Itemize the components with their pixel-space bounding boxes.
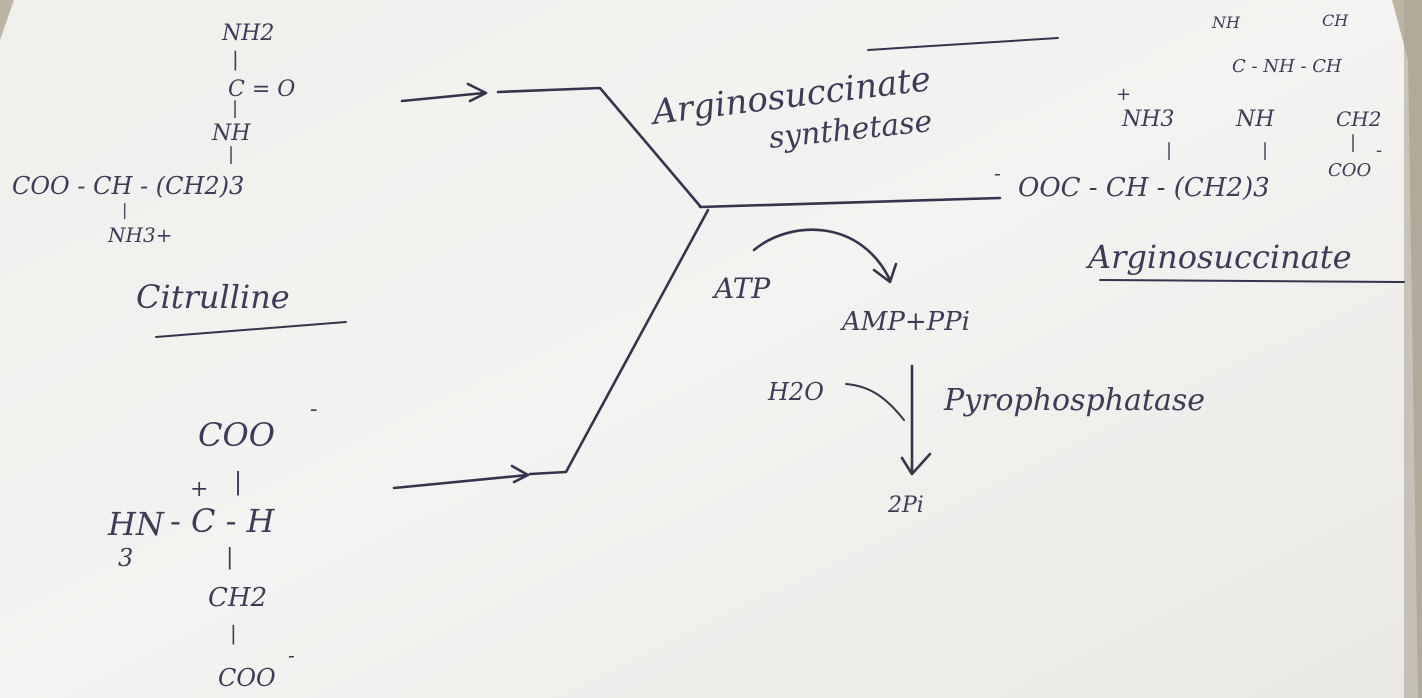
aspartate-h3n-subscript: 3 — [118, 544, 133, 572]
citrulline-nh2: NH2 — [221, 21, 274, 46]
product-coo-side: COO — [1328, 160, 1372, 181]
product-top-nh: NH — [1211, 13, 1241, 32]
aspartate-bond-1: | — [234, 468, 242, 497]
citrulline-backbone: COO - CH - (CH2)3 — [12, 172, 244, 200]
citrulline-bond-1: | — [232, 47, 239, 72]
product-bond-a: | — [1166, 140, 1172, 161]
aspartate-coo-bottom-charge: - — [288, 643, 295, 667]
product-name-underline — [1099, 279, 1405, 283]
citrulline-bond-3: | — [228, 144, 234, 165]
aspartate-input-arrow — [392, 473, 530, 490]
product-backbone-charge: - — [994, 161, 1001, 185]
main-product-arrow — [698, 196, 1002, 209]
h2o-label: H2O — [767, 378, 824, 406]
reaction-arrows — [392, 37, 1059, 490]
citrulline-nh: NH — [211, 121, 251, 146]
lower-branch-line — [528, 208, 710, 476]
product-ch2-side: CH2 — [1336, 107, 1381, 131]
product-bond-b: | — [1262, 140, 1268, 161]
paper-edge-shadow — [1404, 0, 1422, 698]
citrulline-carbonyl: C = O — [228, 77, 295, 102]
product-coo-side-charge: - — [1376, 140, 1382, 161]
amp-ppi-label: AMP+PPi — [840, 307, 970, 337]
citrulline-structure: NH2 | C = O | NH | COO - CH - (CH2)3 | N… — [12, 21, 347, 338]
aspartate-h3n: HN — [107, 505, 165, 543]
product-bond-c: | — [1350, 132, 1356, 153]
product-plus: + — [1116, 84, 1131, 105]
aspartate-center: - C - H — [170, 502, 276, 540]
atp-arrow-head — [872, 262, 898, 284]
citrulline-underline — [155, 321, 347, 338]
top-right-line — [867, 37, 1059, 51]
aspartate-arrow-head — [510, 464, 530, 484]
arginosuccinate-structure: NH CH C - NH - CH + NH3 NH CH2 | | | COO… — [994, 11, 1405, 283]
pyrophosphatase-arrow-head — [900, 452, 932, 476]
aspartate-ch2: CH2 — [208, 583, 267, 613]
atp-label: ATP — [711, 272, 771, 305]
citrulline-bond-4: | — [122, 200, 127, 219]
aspartate-bond-3: | — [230, 621, 237, 646]
aspartate-coo-bottom: COO — [218, 664, 276, 692]
upper-branch-line — [496, 86, 702, 208]
atp-curved-arrow — [752, 228, 892, 282]
aspartate-coo-top-charge: - — [310, 397, 317, 422]
aspartate-coo-top: COO — [198, 416, 275, 454]
pyrophosphatase-label: Pyrophosphatase — [943, 383, 1205, 418]
product-nh: NH — [1235, 107, 1275, 132]
cofactor-labels: ATP AMP+PPi H2O Pyrophosphatase 2Pi — [711, 272, 1205, 518]
product-nh3: NH3 — [1121, 107, 1174, 132]
citrulline-nh3: NH3+ — [107, 223, 172, 247]
two-pi-label: 2Pi — [887, 493, 924, 518]
aspartate-bond-2: | — [226, 545, 233, 570]
citrulline-arrow-head — [466, 82, 488, 103]
product-row-2: C - NH - CH — [1232, 56, 1342, 77]
citrulline-name: Citrulline — [136, 278, 290, 316]
product-backbone: OOC - CH - (CH2)3 — [1018, 173, 1270, 203]
citrulline-bond-2: | — [232, 98, 238, 119]
citrulline-input-arrow — [400, 91, 486, 103]
product-top-ch: CH — [1322, 11, 1349, 30]
h2o-arrow — [845, 383, 905, 421]
aspartate-plus: + — [190, 477, 208, 502]
aspartate-structure: COO - + | HN 3 - C - H | CH2 | COO - — [107, 397, 317, 692]
product-name: Arginosuccinate — [1085, 238, 1352, 276]
